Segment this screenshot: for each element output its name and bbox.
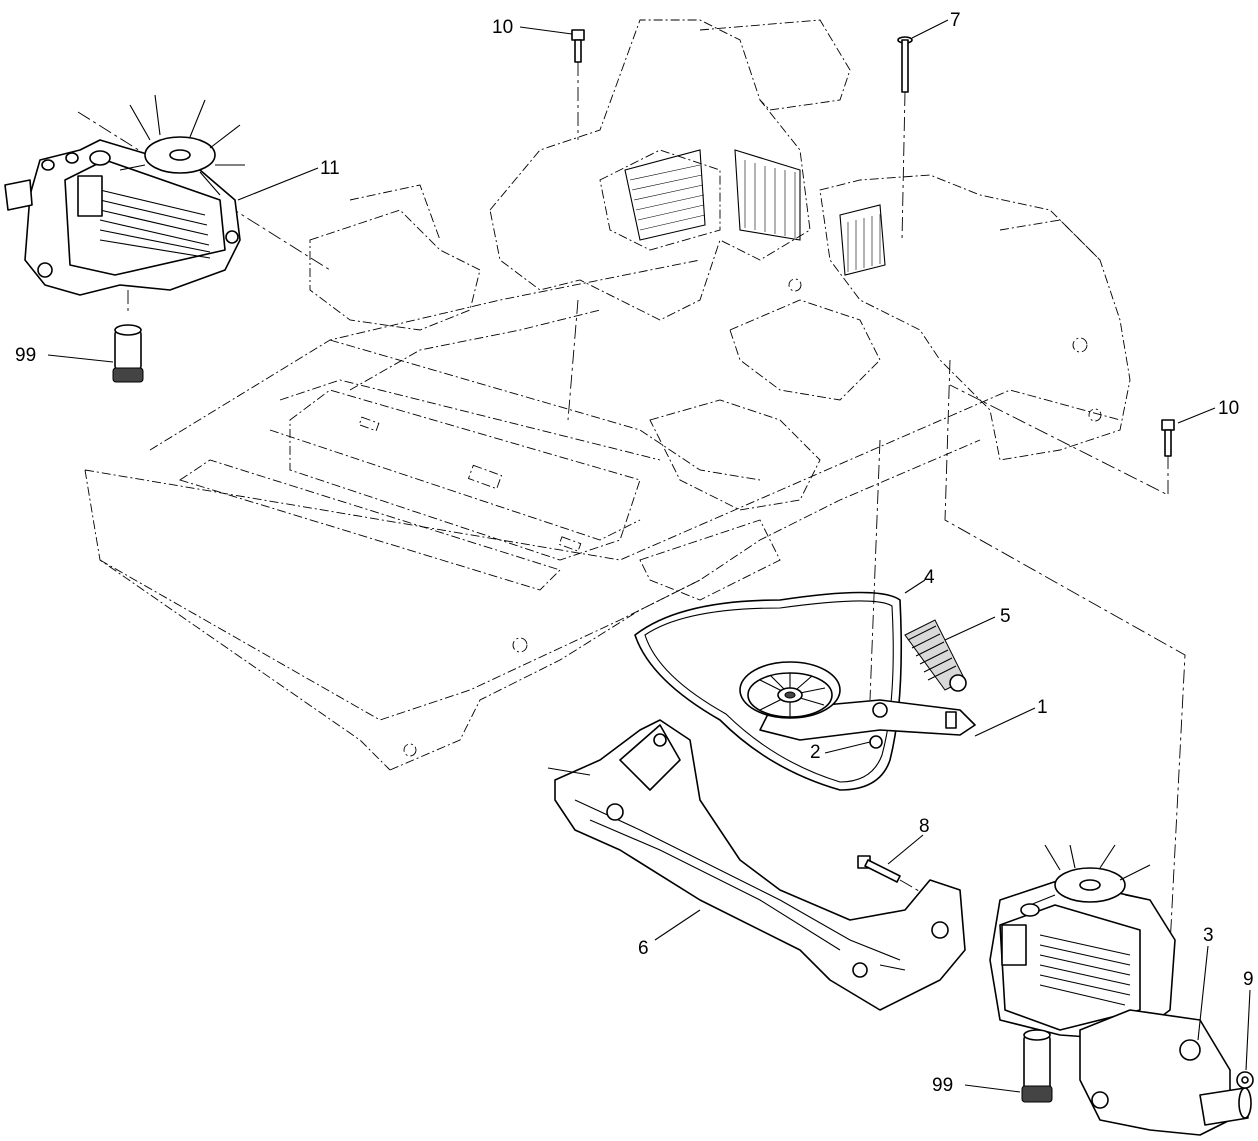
callout-1: 1 — [1037, 697, 1048, 718]
bolt-8 — [857, 855, 901, 883]
bolt-7 — [897, 36, 913, 93]
callout-6: 6 — [638, 938, 649, 959]
nut-9 — [1236, 1071, 1254, 1089]
callout-leaders — [47, 19, 1251, 1093]
drive-belt — [634, 591, 903, 791]
pump-mount-bracket — [547, 719, 966, 1011]
callout-8: 8 — [919, 816, 930, 837]
transaxle-right — [989, 844, 1252, 1136]
bolt-10-right — [1161, 419, 1175, 457]
alignment-lines — [77, 62, 1186, 986]
callout-9: 9 — [1243, 969, 1254, 990]
transaxle-left — [4, 94, 245, 296]
callout-4: 4 — [924, 567, 935, 588]
transaxle-left-fan — [119, 94, 245, 196]
callout-labels: 10 7 11 99 10 4 5 1 2 8 6 3 9 99 — [15, 10, 1254, 1096]
callout-99-left: 99 — [15, 345, 36, 366]
filter-right — [1021, 1029, 1053, 1103]
callout-10-right: 10 — [1218, 398, 1239, 419]
callout-11: 11 — [320, 158, 340, 179]
filter-left — [112, 324, 144, 383]
mower-frame-phantom — [84, 19, 1131, 771]
callout-5: 5 — [1000, 606, 1011, 627]
callout-3: 3 — [1203, 925, 1214, 946]
bolt-2 — [869, 735, 883, 749]
callout-10-top: 10 — [492, 17, 513, 38]
idler-arm-assembly — [739, 661, 976, 741]
callout-7: 7 — [950, 10, 961, 31]
callout-2: 2 — [810, 742, 821, 763]
bolt-10-top — [571, 29, 585, 63]
extension-spring — [904, 619, 967, 692]
transaxle-right-fan — [1029, 844, 1151, 906]
callout-99-right: 99 — [932, 1075, 953, 1096]
